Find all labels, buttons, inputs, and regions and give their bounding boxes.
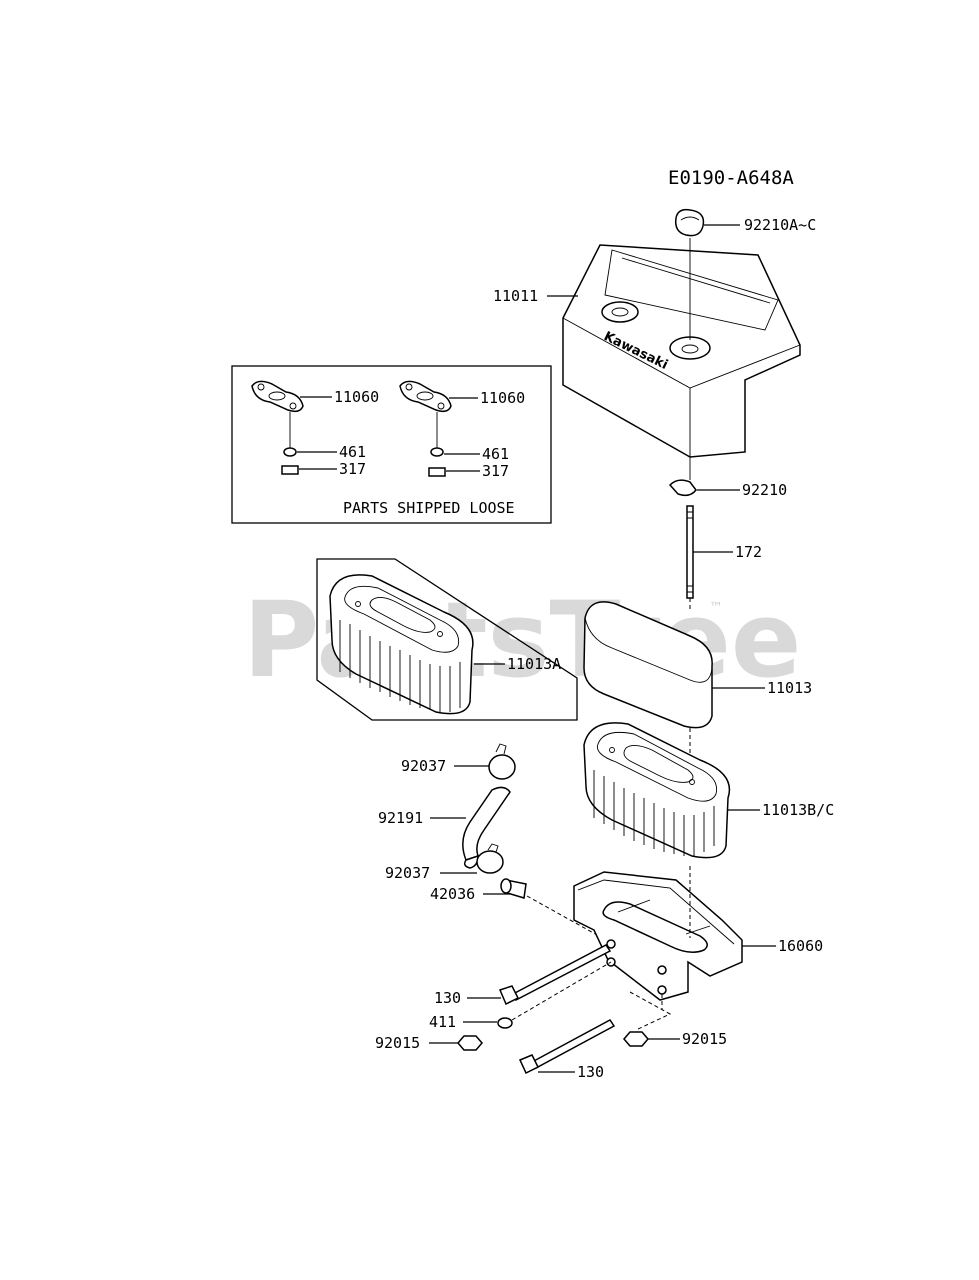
label-92015-left: 92015: [375, 1034, 420, 1052]
label-92210a-c: 92210A~C: [744, 216, 816, 234]
label-461-right: 461: [482, 445, 509, 463]
label-92037-bottom: 92037: [385, 864, 430, 882]
clip-92210: [668, 479, 697, 497]
label-16060: 16060: [778, 937, 823, 955]
label-317-left: 317: [339, 460, 366, 478]
label-92015-right: 92015: [682, 1030, 727, 1048]
washer-411: [497, 1017, 513, 1029]
washer-461-left: [283, 447, 297, 457]
label-172: 172: [735, 543, 762, 561]
label-11060-left: 11060: [334, 388, 379, 406]
element-11013a: [329, 574, 474, 715]
partstree-watermark: PartsTree: [243, 579, 801, 701]
stud-172: [686, 505, 694, 599]
nut-92015-right: [623, 1031, 649, 1047]
label-11013: 11013: [767, 679, 812, 697]
label-130-lower: 130: [577, 1063, 604, 1081]
element-11013bc: [583, 722, 731, 859]
fitting-42036: [500, 878, 527, 899]
element-11013a-box: [316, 558, 578, 721]
nut-317-left: [281, 465, 299, 475]
label-317-right: 317: [482, 462, 509, 480]
bolt-130-lower: [518, 1019, 616, 1075]
label-92191: 92191: [378, 809, 423, 827]
label-92037-top: 92037: [401, 757, 446, 775]
cover-knob: [674, 208, 705, 237]
watermark-trademark: ™: [709, 600, 723, 616]
label-411: 411: [429, 1013, 456, 1031]
hose-clamp-92037-top: [488, 743, 516, 780]
nut-92015-left: [457, 1035, 483, 1051]
label-11060-right: 11060: [480, 389, 525, 407]
base-plate-16060: [573, 871, 743, 1001]
label-130-upper: 130: [434, 989, 461, 1007]
bolt-130-upper: [498, 944, 612, 1006]
loose-parts-caption: PARTS SHIPPED LOOSE: [343, 499, 515, 517]
label-11011: 11011: [493, 287, 538, 305]
diagram-id: E0190-A648A: [668, 167, 794, 189]
air-cleaner-cover: Kawasaki: [562, 244, 801, 458]
label-42036: 42036: [430, 885, 475, 903]
hose-clamp-92037-bottom: [476, 843, 504, 874]
label-461-left: 461: [339, 443, 366, 461]
nut-317-right: [428, 467, 446, 477]
gasket-left: [251, 380, 304, 413]
washer-461-right: [430, 447, 444, 457]
label-92210: 92210: [742, 481, 787, 499]
label-11013a: 11013A: [507, 655, 561, 673]
pre-cleaner-11013: [583, 601, 713, 729]
loose-parts-box: [231, 365, 552, 524]
breather-hose-92191: [462, 786, 511, 869]
label-11013b-c: 11013B/C: [762, 801, 834, 819]
gasket-right: [399, 380, 452, 413]
